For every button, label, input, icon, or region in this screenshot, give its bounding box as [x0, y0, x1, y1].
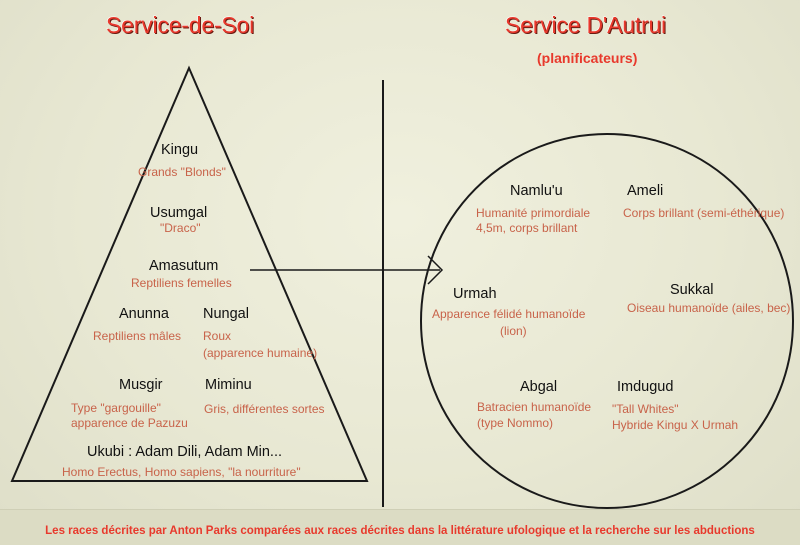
race-musgir-desc-2: apparence de Pazuzu: [71, 416, 188, 430]
race-abgal-desc-1: Batracien humanoïde: [477, 400, 592, 414]
title-service-de-soi: Service-de-Soi: [106, 12, 255, 38]
race-nungal-desc-1: Roux: [203, 329, 232, 343]
race-kingu-desc: Grands "Blonds": [138, 165, 226, 179]
race-sukkal-desc: Oiseau humanoïde (ailes, bec): [627, 301, 791, 315]
race-amasutum-name: Amasutum: [149, 258, 219, 274]
race-abgal-desc-2: (type Nommo): [477, 416, 554, 430]
arrow-head-icon: [427, 255, 444, 285]
race-urmah-desc-1: Apparence félidé humanoïde: [432, 307, 586, 321]
race-sukkal-name: Sukkal: [670, 282, 714, 298]
race-usumgal-name: Usumgal: [150, 205, 208, 221]
race-ukubi-name: Ukubi : Adam Dili, Adam Min...: [87, 444, 283, 460]
race-urmah-name: Urmah: [453, 286, 497, 302]
race-usumgal-desc: "Draco": [160, 221, 201, 235]
race-abgal-name: Abgal: [520, 379, 558, 395]
footer-caption: Les races décrites par Anton Parks compa…: [45, 525, 755, 537]
race-namlu-desc-1: Humanité primordiale: [476, 206, 591, 220]
race-nungal-desc-2: (apparence humaine): [203, 346, 318, 360]
race-nungal-name: Nungal: [203, 306, 249, 322]
race-ameli-name: Ameli: [627, 183, 664, 199]
race-amasutum-desc: Reptiliens femelles: [131, 276, 232, 290]
pyramid-triangle: [10, 65, 369, 482]
race-namlu-desc-2: 4,5m, corps brillant: [476, 221, 578, 235]
race-imdugud-desc-1: "Tall Whites": [612, 402, 679, 416]
subtitle-planificateurs: (planificateurs): [537, 50, 638, 66]
race-miminu-name: Miminu: [205, 377, 252, 393]
race-namlu-name: Namlu'u: [510, 183, 563, 199]
race-urmah-desc-2: (lion): [500, 324, 527, 338]
race-kingu-name: Kingu: [161, 142, 199, 158]
race-ameli-desc: Corps brillant (semi-éthérique): [623, 206, 785, 220]
race-ukubi-desc: Homo Erectus, Homo sapiens, "la nourritu…: [62, 465, 301, 479]
circle-outline: [420, 133, 794, 509]
race-anunna-desc: Reptiliens mâles: [93, 329, 182, 343]
title-service-autrui: Service D'Autrui: [505, 12, 666, 38]
race-anunna-name: Anunna: [119, 306, 169, 322]
footer-band: Les races décrites par Anton Parks compa…: [0, 509, 800, 545]
race-musgir-name: Musgir: [119, 377, 163, 393]
race-imdugud-name: Imdugud: [617, 379, 674, 395]
race-miminu-desc: Gris, différentes sortes: [204, 402, 325, 416]
race-imdugud-desc-2: Hybride Kingu X Urmah: [612, 418, 739, 432]
race-musgir-desc-1: Type "gargouille": [71, 401, 161, 415]
